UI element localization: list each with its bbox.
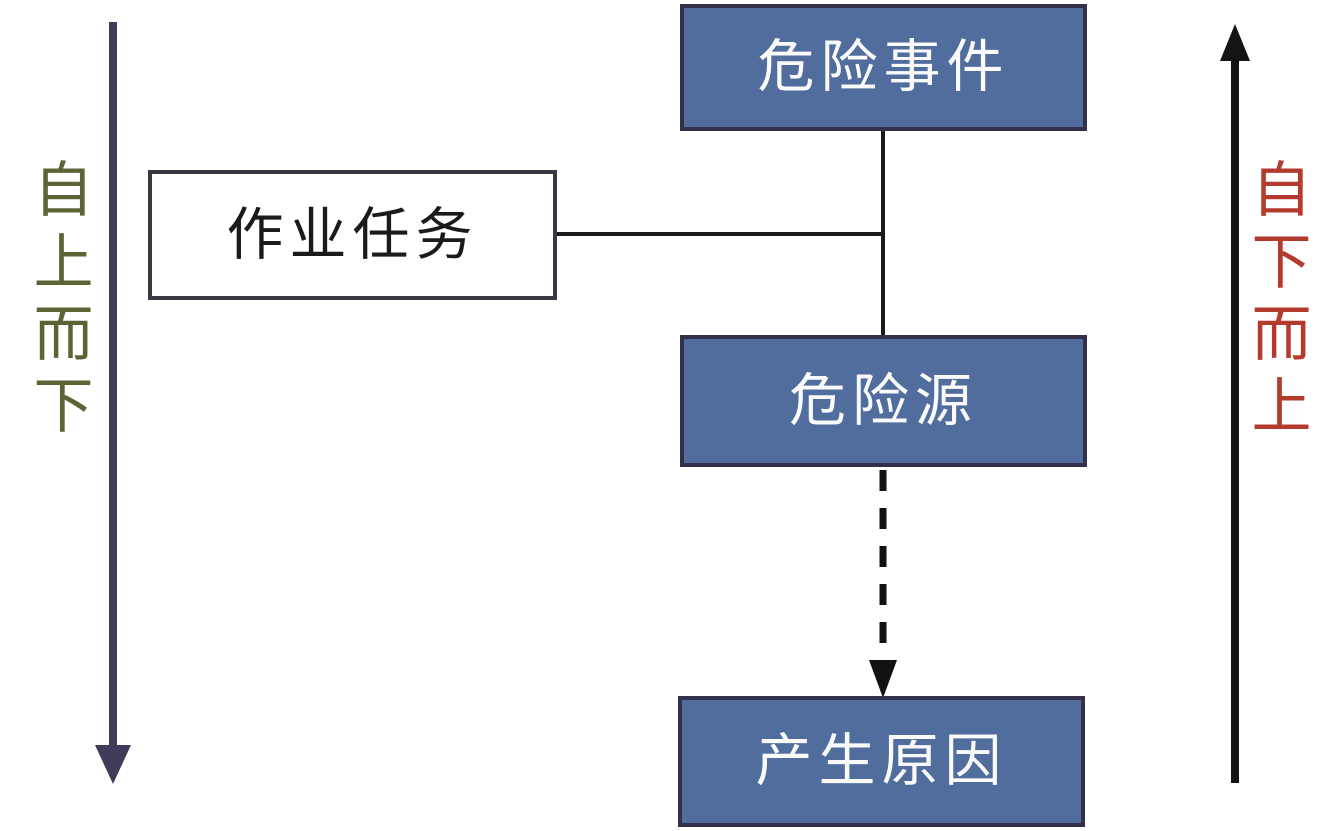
box-hazard-source: 危险源 [680,335,1087,467]
bottom-up-arrow-head-icon [1220,24,1250,61]
box-hazard-event: 危险事件 [680,4,1087,131]
top-down-arrow-head-icon [95,745,131,784]
box-cause-label: 产生原因 [755,728,1008,794]
box-work-task: 作业任务 [148,170,557,300]
label-bottom-up: 自下而上 [1241,158,1311,446]
box-work-task-label: 作业任务 [226,201,479,268]
dashed-arrow-head-icon [869,660,897,698]
box-cause: 产生原因 [678,696,1085,827]
box-hazard-event-label: 危险事件 [757,34,1010,100]
label-top-down: 自上而下 [23,158,93,446]
box-hazard-source-label: 危险源 [789,367,978,434]
